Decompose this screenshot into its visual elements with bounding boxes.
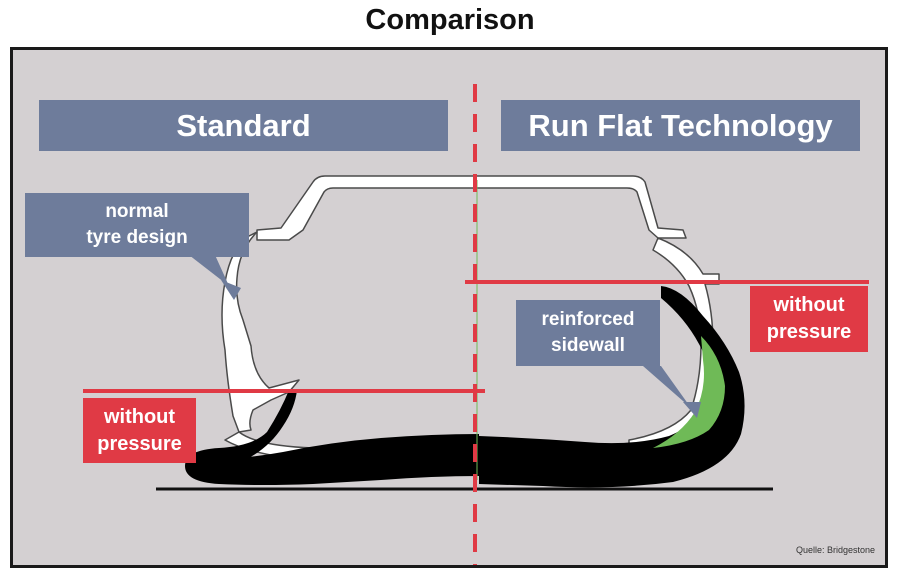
standard-tyre-deflated [185,390,479,485]
runflat-header: Run Flat Technology [501,100,860,151]
reinforced-sidewall-insert [653,336,725,448]
tyre-diagram [83,84,869,565]
label-line-1: without [773,294,845,316]
normal-tyre-design-callout: normal tyre design [25,193,249,257]
label-line-2: pressure [97,432,182,455]
source-credit: Quelle: Bridgestone [795,545,875,555]
reinforced-sidewall-callout: reinforced sidewall [516,300,660,366]
callout-line-2: tyre design [86,227,188,248]
page-title: Comparison [365,4,535,36]
callout-line-1: normal [105,201,169,222]
label-line-2: pressure [766,321,852,343]
runflat-without-pressure-label: without pressure [750,286,868,352]
label-line-1: without [103,405,176,428]
callout-pointer-reinforced [643,366,701,418]
callout-line-2: sidewall [551,335,625,356]
callout-pointer-normal [189,255,241,300]
standard-header: Standard [39,100,448,151]
standard-without-pressure-label: without pressure [83,398,196,463]
diagram-panel: Standard Run Flat Technology normal tyre… [10,47,888,568]
callout-line-1: reinforced [541,309,635,330]
